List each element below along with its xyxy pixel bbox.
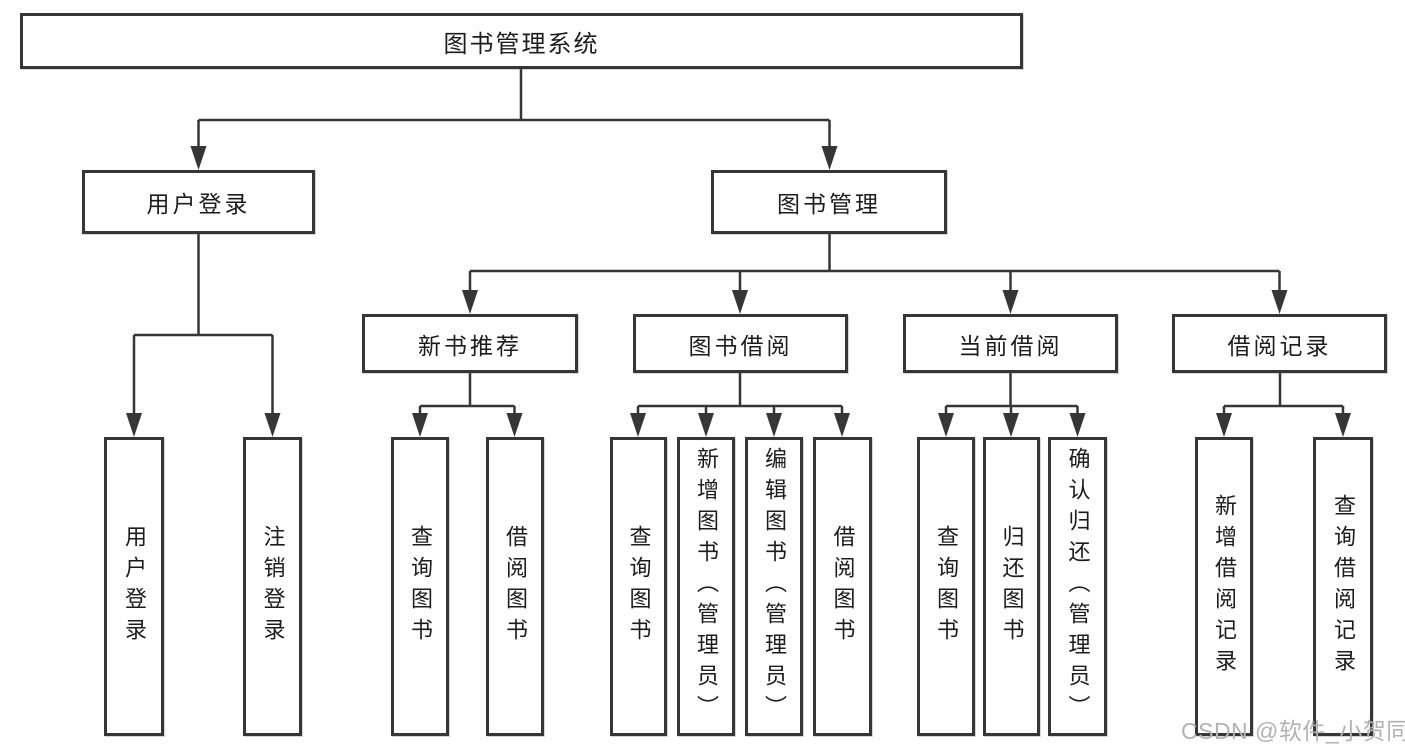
leaf-add-book-admin-label: 新增图书（管理员） — [694, 447, 719, 726]
arrow-down-icon — [938, 413, 954, 437]
arrow-down-icon — [126, 413, 142, 437]
leaf-query-books-1: 查询图书 — [391, 437, 449, 736]
leaf-borrow-books-1: 借阅图书 — [486, 437, 544, 736]
leaf-query-books-3: 查询图书 — [917, 437, 975, 736]
arrow-down-icon — [412, 413, 428, 437]
leaf-user-login-label: 用户登录 — [122, 524, 147, 649]
leaf-query-borrow-record-label: 查询借阅记录 — [1331, 493, 1356, 680]
node-borrow-records: 借阅记录 — [1172, 314, 1387, 373]
node-borrow-records-label: 借阅记录 — [1227, 332, 1332, 359]
arrow-down-icon — [1002, 290, 1019, 314]
leaf-add-borrow-record-label: 新增借阅记录 — [1212, 493, 1237, 680]
node-new-book-recommend: 新书推荐 — [362, 314, 578, 373]
leaf-add-borrow-record: 新增借阅记录 — [1195, 437, 1253, 736]
node-book-borrow-label: 图书借阅 — [688, 332, 793, 359]
node-root: 图书管理系统 — [20, 13, 1023, 69]
leaf-edit-book-admin-label: 编辑图书（管理员） — [762, 447, 787, 726]
leaf-return-book: 归还图书 — [983, 437, 1040, 736]
leaf-confirm-return-admin-label: 确认归还（管理员） — [1065, 447, 1091, 726]
arrow-down-icon — [834, 413, 850, 437]
leaf-borrow-books-1-label: 借阅图书 — [503, 524, 528, 649]
arrow-down-icon — [821, 146, 838, 170]
arrow-down-icon — [1069, 413, 1086, 437]
leaf-query-books-2-label: 查询图书 — [626, 524, 652, 649]
arrow-down-icon — [264, 413, 281, 437]
node-current-borrow-label: 当前借阅 — [958, 332, 1063, 359]
arrow-down-icon — [1003, 413, 1019, 437]
leaf-logout: 注销登录 — [243, 437, 302, 736]
leaf-query-borrow-record: 查询借阅记录 — [1313, 437, 1373, 736]
arrow-down-icon — [190, 146, 207, 170]
node-book-borrow: 图书借阅 — [633, 314, 848, 373]
node-new-book-recommend-label: 新书推荐 — [418, 332, 522, 359]
arrow-down-icon — [1271, 290, 1288, 314]
node-root-label: 图书管理系统 — [443, 30, 600, 58]
leaf-add-book-admin: 新增图书（管理员） — [677, 437, 735, 736]
watermark-text: CSDN @软件_小贺同学 — [1181, 718, 1405, 744]
node-user-login-label: 用户登录 — [146, 191, 251, 217]
leaf-query-books-2: 查询图书 — [610, 437, 667, 736]
node-book-mgmt: 图书管理 — [711, 170, 947, 234]
node-book-mgmt-label: 图书管理 — [777, 191, 881, 217]
leaf-logout-label: 注销登录 — [260, 524, 286, 649]
arrow-down-icon — [630, 413, 646, 437]
leaf-borrow-books-2: 借阅图书 — [813, 437, 872, 736]
leaf-user-login: 用户登录 — [104, 437, 164, 736]
leaf-borrow-books-2-label: 借阅图书 — [830, 524, 856, 649]
node-current-borrow: 当前借阅 — [903, 314, 1118, 373]
leaf-confirm-return-admin: 确认归还（管理员） — [1048, 437, 1107, 736]
leaf-query-books-1-label: 查询图书 — [408, 524, 433, 649]
arrow-down-icon — [766, 413, 782, 437]
arrow-down-icon — [1216, 413, 1232, 437]
arrow-down-icon — [1335, 413, 1351, 437]
node-user-login: 用户登录 — [82, 170, 315, 234]
arrow-down-icon — [732, 290, 748, 314]
arrow-down-icon — [462, 290, 478, 314]
arrow-down-icon — [506, 413, 523, 437]
leaf-edit-book-admin: 编辑图书（管理员） — [745, 437, 803, 736]
leaf-query-books-3-label: 查询图书 — [934, 524, 959, 649]
arrow-down-icon — [698, 413, 714, 437]
leaf-return-book-label: 归还图书 — [999, 524, 1025, 649]
